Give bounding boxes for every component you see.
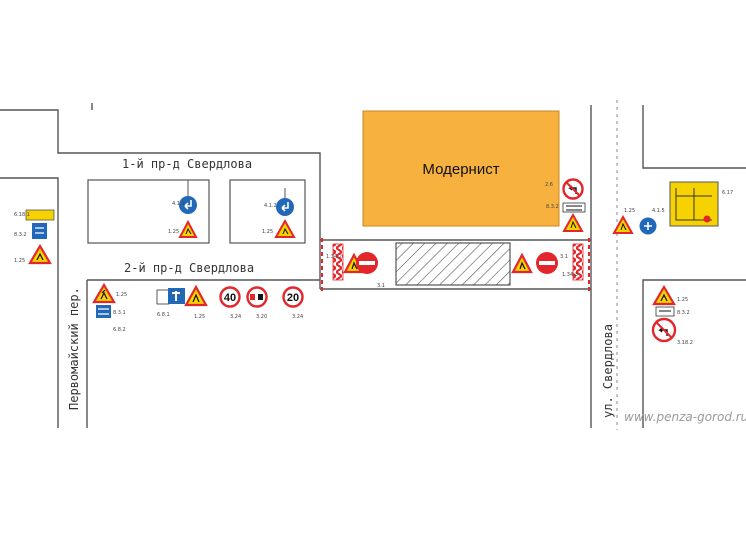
no-left-turn-icon <box>562 178 584 200</box>
sign-code: 6.8.1 <box>157 312 170 318</box>
sign-code: 8.3.2 <box>546 204 559 210</box>
direction-plate-icon <box>96 305 111 318</box>
street-label-pervomaisky: Первомайский пер. <box>67 287 81 410</box>
no-overtaking-icon <box>246 286 268 308</box>
sign-code: 1.25 <box>262 229 273 235</box>
closure-left-signs: 1.34.2 3.1 <box>326 252 385 289</box>
sign-code: 1.25 <box>14 258 25 264</box>
info-plate-icon <box>25 209 55 221</box>
sign-code: 1.25 <box>677 297 688 303</box>
sign-code: 1.34.2 <box>326 254 342 260</box>
sign-group-block1: 4.1.2 1.25 <box>168 180 198 238</box>
sign-code: 6.8.2 <box>113 327 126 333</box>
sign-code: 3.24 <box>230 314 241 320</box>
building-label: Модернист <box>422 161 499 178</box>
roadworks-warning-icon <box>28 243 52 265</box>
sign-code: 1.25 <box>116 292 127 298</box>
chevron-board-left <box>332 243 344 281</box>
roadworks-warning-icon <box>184 284 208 307</box>
street-grid <box>0 103 746 428</box>
roadworks-zone <box>395 242 511 286</box>
roadworks-warning-icon <box>612 214 634 234</box>
sign-code: 3.20 <box>256 314 267 320</box>
street-label-proezd2: 2-й пр-д Свердлова <box>124 261 254 275</box>
sign-group-far-left: 6.18.1 8.3.2 1.25 <box>14 209 55 265</box>
no-entry-icon <box>536 252 558 274</box>
sign-code: 3.1 <box>377 283 385 289</box>
direction-arrow-icon <box>276 198 294 216</box>
no-entry-icon <box>356 252 378 274</box>
chevron-board-right <box>572 243 584 281</box>
speed-limit-icon: 40 <box>219 286 241 308</box>
lane-arrows-icon <box>562 202 586 213</box>
roadworks-warning-icon <box>274 218 296 238</box>
direction-arrow-icon <box>179 196 197 214</box>
watermark: www.penza-gorod.ru <box>624 410 746 424</box>
sign-code: 1.25 <box>194 314 205 320</box>
sign-code: 4.1.2 <box>172 201 185 207</box>
sign-code: 1.34.3 <box>562 272 578 278</box>
sign-code: 3.1 <box>560 254 568 260</box>
roadworks-warning-icon <box>562 212 584 232</box>
block-outlines <box>87 179 306 244</box>
speed-limit-icon: 20 <box>282 286 304 308</box>
sign-code: 6.18.1 <box>14 212 30 218</box>
distance-plate-icon <box>156 289 170 305</box>
no-left-turn-icon <box>651 317 677 343</box>
sign-code: 4.1.5 <box>652 208 665 214</box>
sign-group-sverdlova-right: 1.25 4.1.5 6.17 1.25 8.3.2 3.18.2 <box>612 181 733 346</box>
roadworks-warning-icon <box>652 284 676 306</box>
roadworks-warning-icon <box>511 252 533 274</box>
sign-code: 2.6 <box>545 182 553 188</box>
closure-right-signs: 3.1 1.34.3 <box>511 252 578 278</box>
sign-group-block2: 4.1.2 1.25 <box>262 188 296 238</box>
roadworks-warning-icon <box>92 282 116 304</box>
sign-code: 6.17 <box>722 190 733 196</box>
speed-limit-value: 20 <box>287 292 299 304</box>
sign-code: 8.3.2 <box>677 310 690 316</box>
sign-code: 3.18.2 <box>677 340 693 346</box>
lane-direction-icon <box>32 223 47 239</box>
sign-code: 8.3.2 <box>14 232 27 238</box>
street-label-proezd1: 1-й пр-д Свердлова <box>122 157 252 171</box>
sign-code: 8.3.1 <box>113 310 126 316</box>
sign-code: 4.1.2 <box>264 203 277 209</box>
roadworks-warning-icon <box>178 219 198 238</box>
building-modernist: Модернист <box>362 110 560 227</box>
sign-code: 3.24 <box>292 314 303 320</box>
sign-group-pervomaisky: 1.25 8.3.1 6.8.2 <box>92 282 127 333</box>
sign-code: 1.25 <box>624 208 635 214</box>
closed-segment <box>320 238 591 291</box>
speed-limit-value: 40 <box>224 292 236 304</box>
direction-arrow-icon <box>639 217 657 235</box>
sign-group-sverdlova-left: 2.6 8.3.2 <box>545 178 586 232</box>
sign-code: 1.25 <box>168 229 179 235</box>
street-label-sverdlova: ул. Свердлова <box>601 324 615 418</box>
sign-row-proezd2: 6.8.1 1.25 40 3.24 3.20 20 3.24 <box>156 284 304 320</box>
